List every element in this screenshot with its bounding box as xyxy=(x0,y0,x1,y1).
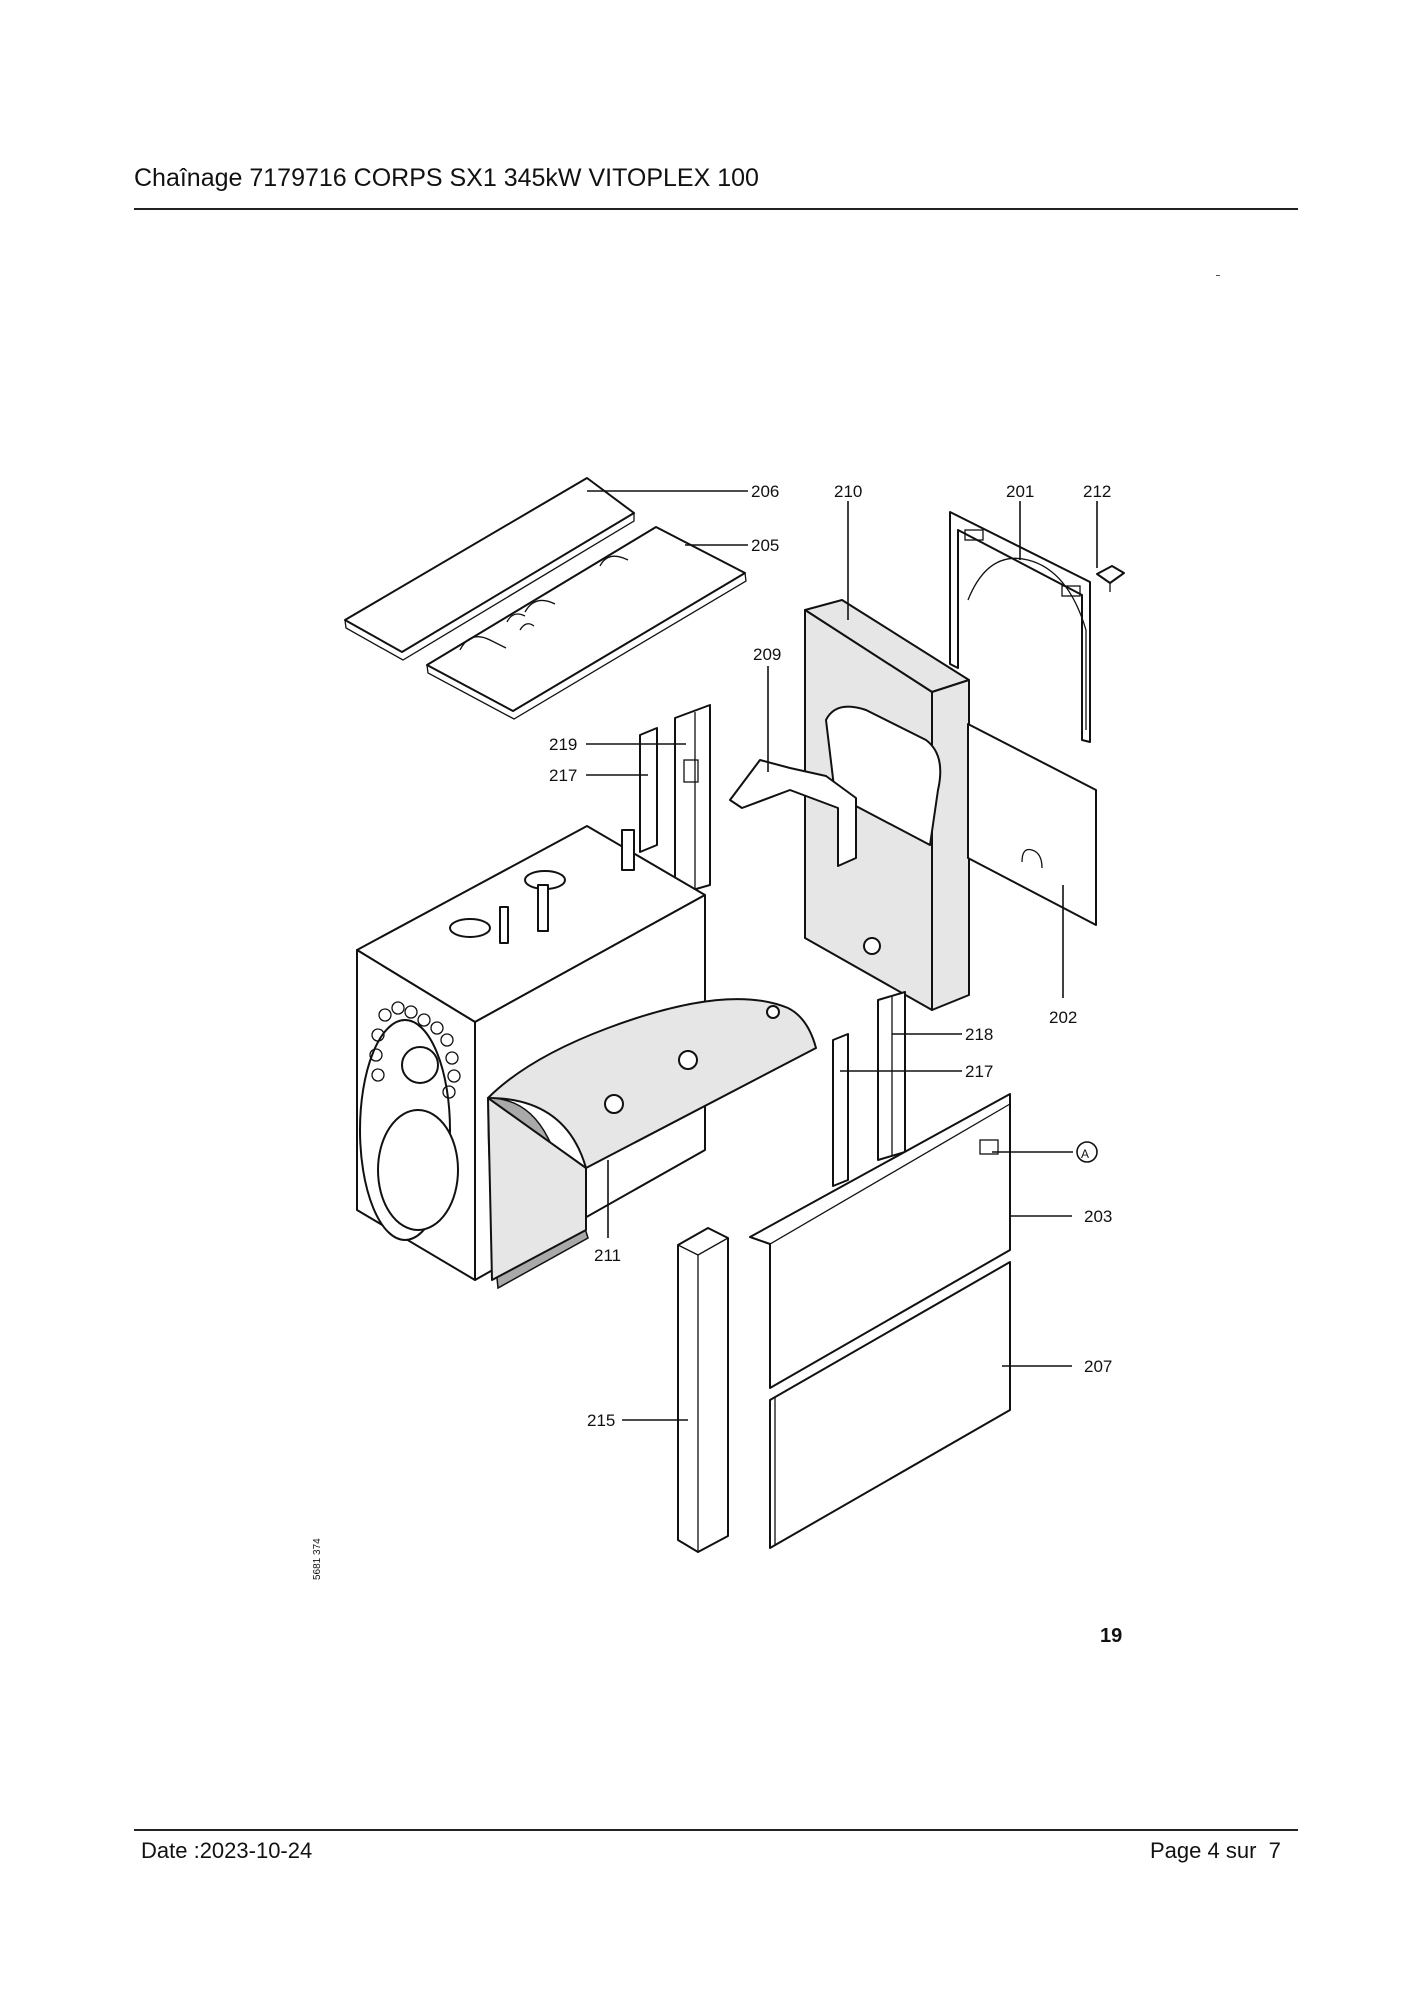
part-218-upright xyxy=(877,991,906,1161)
callout-217-front: 217 xyxy=(965,1062,993,1081)
leader-lines xyxy=(586,490,1098,1421)
callout-215: 215 xyxy=(587,1411,615,1430)
callout-A: A xyxy=(1081,1147,1089,1161)
part-203-upper-panel xyxy=(749,1093,1011,1389)
drawing-id: 5681 374 xyxy=(312,1538,323,1580)
callout-211: 211 xyxy=(594,1246,621,1265)
callout-206: 206 xyxy=(751,482,779,501)
part-215-corner-post xyxy=(677,1227,729,1553)
part-206-top-plate xyxy=(344,477,635,661)
part-209-bracket xyxy=(729,759,857,867)
footer-page-number: Page 4 sur 7 xyxy=(1150,1838,1281,1863)
header-divider xyxy=(134,208,1298,210)
part-201-rear-frame xyxy=(949,511,1091,743)
part-217-upright-rear xyxy=(639,727,658,853)
callout-202: 202 xyxy=(1049,1008,1077,1027)
callout-201: 201 xyxy=(1006,482,1034,501)
callout-203: 203 xyxy=(1084,1207,1112,1226)
part-207-lower-panel xyxy=(769,1261,1011,1549)
callout-218: 218 xyxy=(965,1025,993,1044)
callout-219: 219 xyxy=(549,735,577,754)
figure-number: 19 xyxy=(1100,1625,1123,1647)
callout-205: 205 xyxy=(751,536,779,555)
callout-217-rear: 217 xyxy=(549,766,577,785)
stray-mark xyxy=(1216,275,1220,276)
part-219-upright xyxy=(674,704,711,896)
callout-207: 207 xyxy=(1084,1357,1112,1376)
footer-date: Date :2023-10-24 xyxy=(141,1838,313,1863)
part-202-rear-panel xyxy=(967,723,1097,926)
part-217-upright-front xyxy=(832,1033,849,1187)
callout-209: 209 xyxy=(753,645,781,664)
page-title: Chaînage 7179716 CORPS SX1 345kW VITOPLE… xyxy=(134,164,759,192)
part-212-clip xyxy=(1096,565,1125,592)
part-211-insulation-wrap xyxy=(487,998,817,1290)
part-210-insulation-block xyxy=(804,599,970,1011)
callout-212: 212 xyxy=(1083,482,1111,501)
part-205-notched-plate xyxy=(426,526,747,720)
footer-divider xyxy=(134,1829,1298,1831)
callout-210: 210 xyxy=(834,482,862,501)
